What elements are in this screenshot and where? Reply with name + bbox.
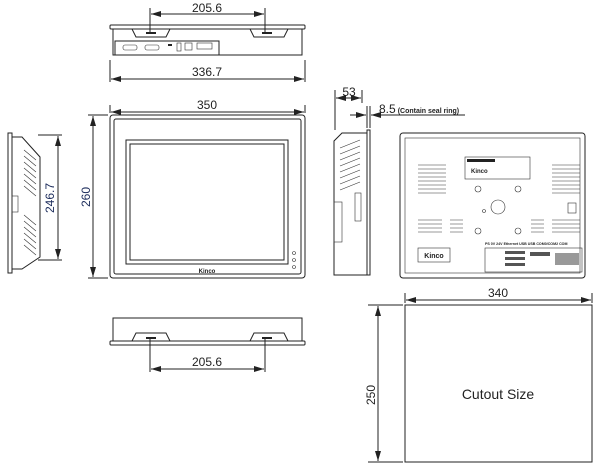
top-width-label: 336.7 xyxy=(192,65,222,79)
cutout-width-label: 340 xyxy=(488,286,508,300)
bottom-view: 205.6 xyxy=(109,317,306,372)
front-height-label: 260 xyxy=(79,187,93,207)
front-view: Kinco 350 260 xyxy=(79,98,306,279)
right-side-view: 53 8.5(Contain seal ring) xyxy=(333,85,465,276)
front-brand-logo: Kinco xyxy=(199,269,216,275)
side-height-label: 246.7 xyxy=(43,183,57,213)
top-view: 205.6 336.7 xyxy=(109,1,306,82)
top-mount-spacing-label: 205.6 xyxy=(192,1,222,15)
back-view: Kinco Kinco PS 0V 24V Ethernet USB USB C… xyxy=(399,132,586,279)
port-labels: PS 0V 24V Ethernet USB USB COM0/COM2 COM xyxy=(485,242,567,246)
front-width-label: 350 xyxy=(197,98,217,112)
label-brand: Kinco xyxy=(471,169,488,175)
cutout-title: Cutout Size xyxy=(462,386,535,402)
bottom-mount-spacing-label: 205.6 xyxy=(192,355,222,369)
back-brand-logo: Kinco xyxy=(424,253,443,260)
left-side-view: 246.7 xyxy=(7,132,62,274)
depth-label: 53 xyxy=(342,85,356,99)
cutout-height-label: 250 xyxy=(364,385,378,405)
seal-depth-label: 8.5(Contain seal ring) xyxy=(379,102,459,116)
cutout-view: 340 250 Cutout Size xyxy=(364,286,593,463)
